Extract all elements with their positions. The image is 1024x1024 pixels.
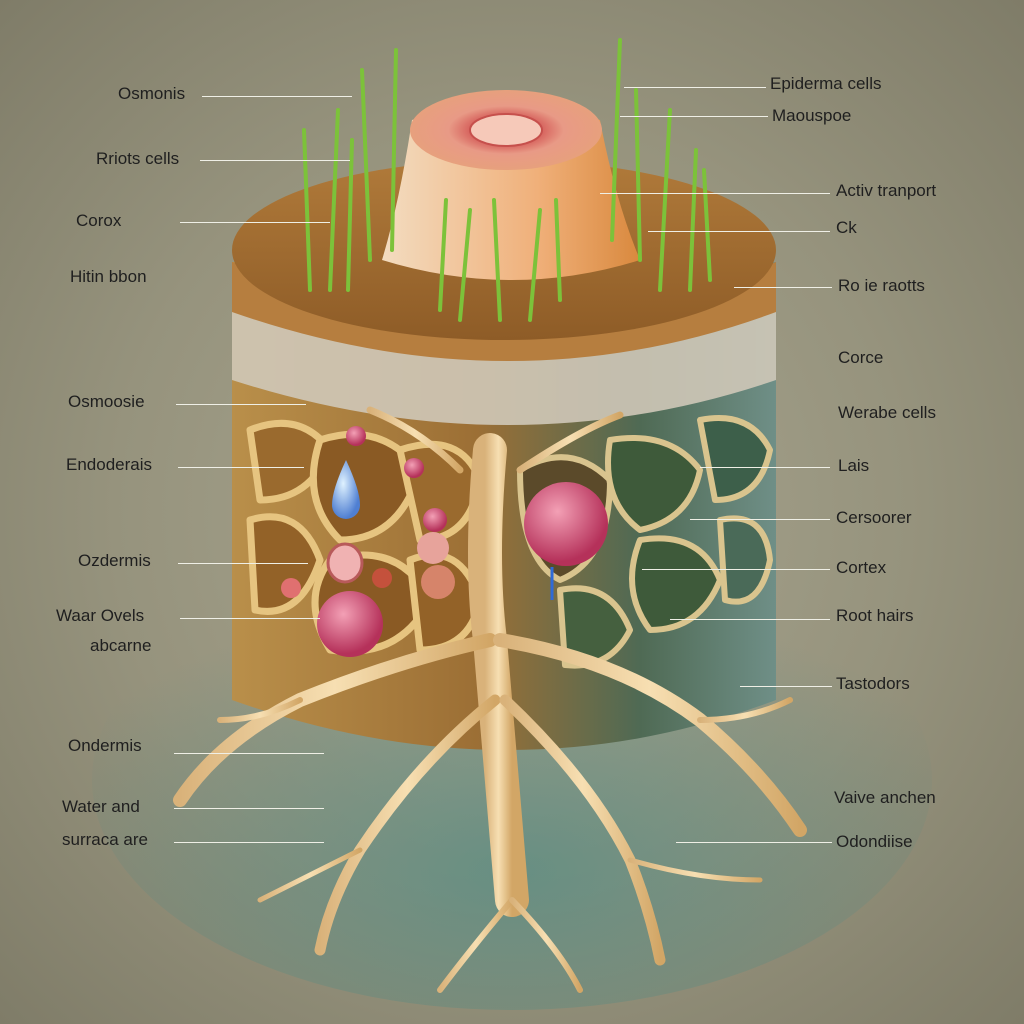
label-corox: Corox	[76, 211, 122, 230]
vesicle	[421, 565, 455, 599]
label-ondermis: Ondermis	[68, 736, 142, 755]
leader-line	[178, 467, 304, 468]
leader-line	[740, 686, 832, 687]
label-corce: Corce	[838, 348, 884, 367]
leader-line	[624, 87, 766, 88]
vesicle	[372, 568, 392, 588]
label-root-hairs: Root hairs	[836, 606, 914, 625]
label-abcarne: abcarne	[90, 636, 152, 655]
leader-line	[676, 842, 832, 843]
leader-line	[620, 116, 768, 117]
water-droplet	[332, 460, 360, 519]
leader-line	[200, 160, 350, 161]
label-osmonis: Osmonis	[118, 84, 186, 103]
label-surraca-are: surraca are	[62, 830, 148, 849]
label-activ-tranport: Activ tranport	[836, 181, 937, 200]
label-werabe-cells: Werabe cells	[838, 403, 936, 422]
root-system	[173, 406, 807, 993]
label-epiderma-cells: Epiderma cells	[770, 74, 882, 93]
vesicle	[423, 508, 447, 532]
label-vaive-anchen: Vaive anchen	[834, 788, 936, 807]
leader-line	[648, 231, 830, 232]
vesicle	[326, 542, 364, 584]
vesicle	[404, 458, 424, 478]
leader-line	[176, 404, 306, 405]
label-ozdermis: Ozdermis	[78, 551, 151, 570]
leader-line	[642, 569, 830, 570]
label-ck: Ck	[836, 218, 857, 237]
label-lais: Lais	[838, 456, 870, 475]
label-osmoosie: Osmoosie	[68, 392, 145, 411]
label-cersoorer: Cersoorer	[836, 508, 912, 527]
vesicle	[417, 532, 449, 564]
label-hitin-bbon: Hitin bbon	[70, 267, 147, 286]
label-water-and: Water and	[62, 797, 140, 816]
label-tastodors: Tastodors	[836, 674, 910, 693]
leader-line	[202, 96, 352, 97]
vesicle	[346, 426, 366, 446]
leader-line	[690, 519, 830, 520]
leader-line	[174, 842, 324, 843]
label-cortex: Cortex	[836, 558, 887, 577]
gravel-band	[232, 300, 776, 425]
label-odondiise: Odondiise	[836, 832, 913, 851]
label-riots-cells: Rriots cells	[96, 149, 180, 168]
label-endoderais: Endoderais	[66, 455, 153, 474]
leader-line	[174, 753, 324, 754]
vesicle	[281, 578, 301, 598]
large-pink-cell	[317, 591, 383, 657]
leader-line	[734, 287, 832, 288]
stump-core	[469, 113, 543, 147]
leader-line	[180, 222, 330, 223]
label-waar-ovels: Waar Ovels	[56, 606, 145, 625]
leader-line	[174, 808, 324, 809]
label-maouspoe: Maouspoe	[772, 106, 852, 125]
leader-line	[700, 467, 830, 468]
leader-line	[180, 618, 320, 619]
leader-line	[178, 563, 308, 564]
label-ro-ie-raotts: Ro ie raotts	[838, 276, 925, 295]
grass-blades	[302, 38, 712, 322]
leader-line	[670, 619, 830, 620]
leader-line	[600, 193, 830, 194]
large-vacuole-cell	[524, 482, 608, 566]
